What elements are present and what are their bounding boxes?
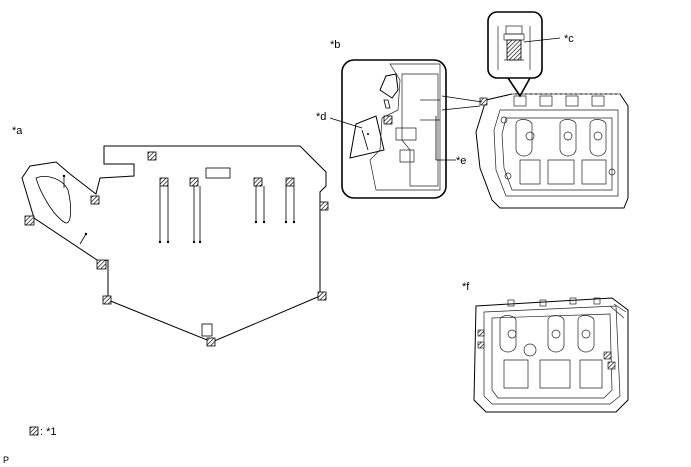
lower-part-sealant-points — [477, 329, 616, 370]
detail-callout-b: *b *d *e — [316, 39, 466, 199]
legend-text: : *1 — [40, 426, 57, 438]
bolt-guide-lines — [62, 174, 296, 245]
gasket-rect-top — [205, 167, 231, 179]
sealant-application-diagram: *a — [12, 125, 329, 347]
gasket-outline — [21, 145, 327, 343]
cylinder-head-outline — [475, 93, 629, 209]
gasket-rect-bottom — [201, 323, 213, 337]
sealant-points — [24, 151, 329, 347]
lower-part-view: *f — [462, 281, 629, 413]
label-c: *c — [564, 33, 574, 45]
cylinder-pockets — [500, 116, 616, 185]
detail-callout-c: *c — [487, 11, 574, 98]
label-a: *a — [12, 125, 23, 137]
label-d: *d — [316, 111, 326, 123]
gasket-inner-loop — [35, 176, 72, 224]
lower-part-details — [499, 297, 627, 389]
cylinder-head-view: *c *b *d *e — [316, 11, 629, 209]
label-e: *e — [456, 155, 466, 167]
top-bosses — [512, 93, 620, 107]
legend-hatch-swatch — [29, 426, 39, 436]
label-b: *b — [330, 39, 340, 51]
lower-part-outline — [473, 297, 629, 413]
callout-leader-b — [441, 95, 483, 111]
label-f: *f — [462, 281, 470, 293]
corner-code: P — [3, 455, 9, 465]
legend: : *1 — [29, 426, 57, 438]
